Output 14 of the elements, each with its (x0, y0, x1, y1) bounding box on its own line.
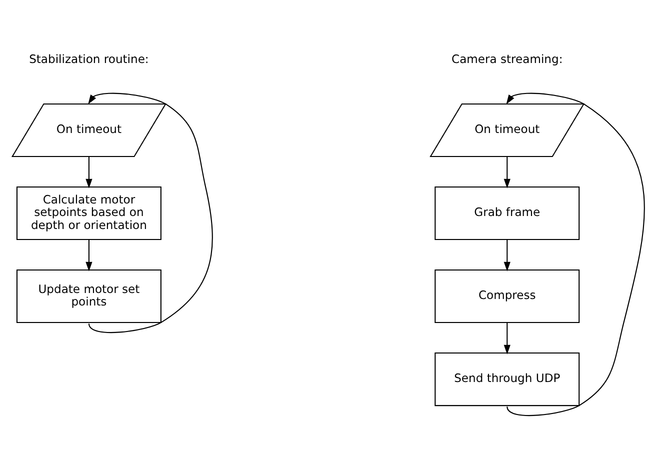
arrow (86, 156, 92, 188)
arrow (86, 240, 92, 272)
label: Stabilization routine: (29, 52, 149, 66)
arrow (504, 322, 510, 354)
label: Camera streaming: (452, 52, 563, 66)
node-box: Update motor set points (16, 269, 162, 324)
arrow (506, 92, 645, 416)
arrow (504, 240, 510, 272)
node-box: Compress (434, 269, 580, 324)
node-box: Calculate motor setpoints based on depth or orientation (16, 186, 162, 240)
arrow (88, 92, 213, 333)
node-box: Send through UDP (434, 352, 580, 406)
arrow (504, 156, 510, 188)
node-box: Grab frame (434, 186, 580, 240)
